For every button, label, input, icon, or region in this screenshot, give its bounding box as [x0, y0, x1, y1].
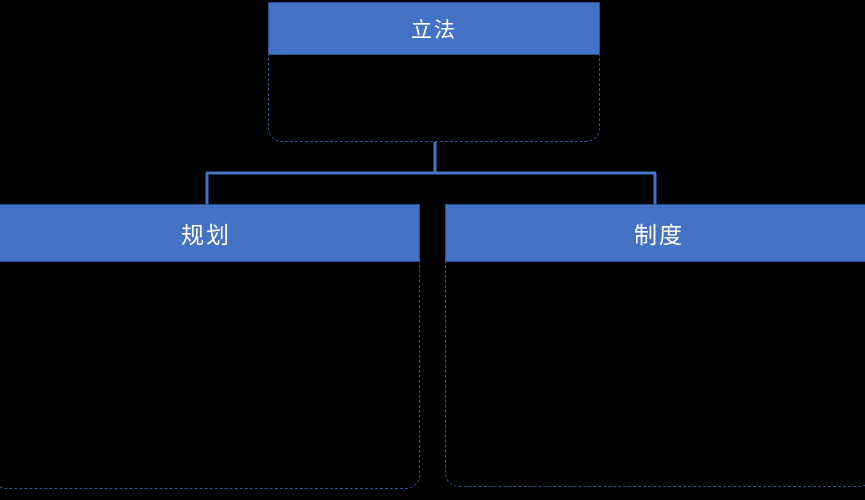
- node-system-body[interactable]: [445, 262, 865, 487]
- node-system[interactable]: 制度: [445, 204, 865, 487]
- node-planning-header[interactable]: 规划: [0, 204, 420, 262]
- node-planning[interactable]: 规划: [0, 204, 420, 489]
- node-root[interactable]: 立法: [268, 2, 600, 142]
- node-root-body[interactable]: [268, 55, 600, 142]
- node-system-header[interactable]: 制度: [445, 204, 865, 262]
- node-planning-title: 规划: [181, 222, 231, 248]
- node-root-title: 立法: [411, 18, 457, 42]
- node-planning-body[interactable]: [0, 262, 420, 489]
- node-root-header[interactable]: 立法: [268, 2, 600, 55]
- node-system-title: 制度: [634, 222, 684, 248]
